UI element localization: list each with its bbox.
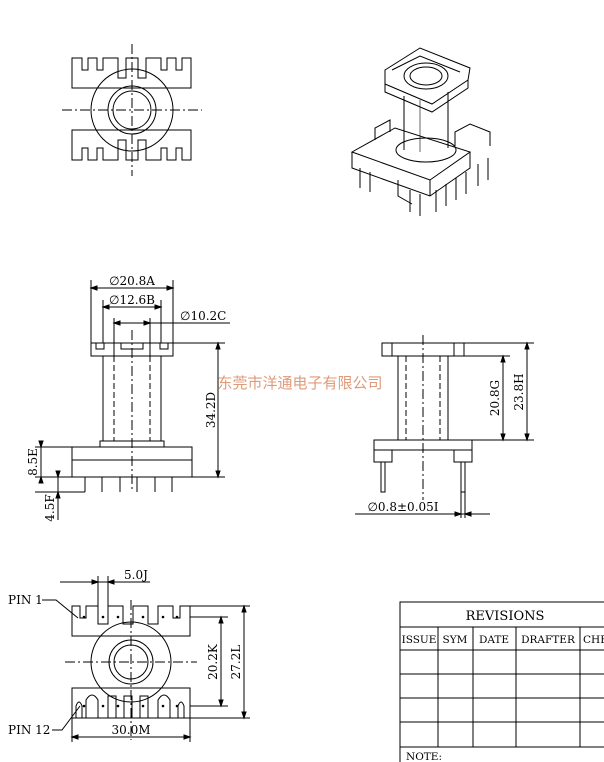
rev-header-date: DATE [479,634,509,646]
dim-g-label: 20.8G [488,380,502,416]
rev-note: NOTE: [406,751,442,762]
dim-h-label: 23.8H [512,373,526,410]
watermark: 东莞市洋通电子有限公司 [217,374,382,392]
dim-i-label: ∅0.8±0.05I [367,500,438,514]
rev-header-sym: SYM [443,634,468,646]
rev-header-checker: CHE [583,634,604,646]
revisions-table [399,601,604,762]
top-view [62,44,202,176]
dim-e-label: 8.5E [26,448,40,476]
rev-header-drafter: DRAFTER [521,634,576,646]
dim-l-label: 27.2L [229,645,243,680]
dim-j-label: 5.0J [124,568,148,582]
revisions-title: REVISIONS [466,609,545,624]
isometric-view [350,47,491,216]
dim-f-label: 4.5F [43,494,57,521]
rev-header-issue: ISSUE [402,634,437,646]
dim-a-label: ∅20.8A [109,274,155,288]
side-view [355,335,534,518]
dim-c-label: ∅10.2C [180,309,226,323]
bottom-view [42,576,250,742]
dim-k-label: 20.2K [206,643,220,680]
pin12-label: PIN 12 [8,723,50,737]
pin1-label: PIN 1 [8,593,43,607]
dim-m-label: 30.0M [111,723,150,737]
dim-b-label: ∅12.6B [109,293,155,307]
front-view [35,280,230,520]
dim-d-label: 34.2D [204,392,218,428]
